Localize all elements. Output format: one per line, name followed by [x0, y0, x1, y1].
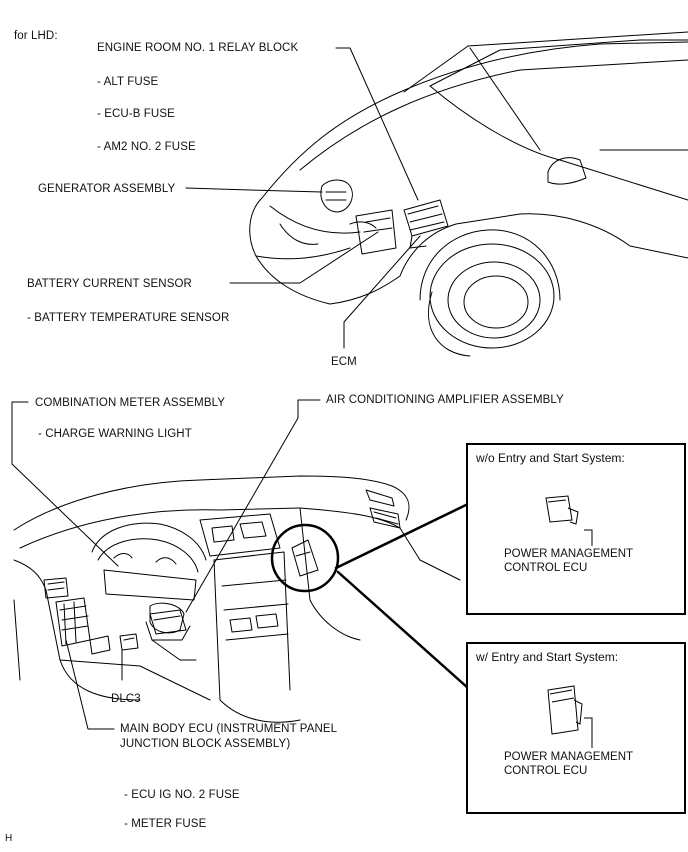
alt-fuse-label: - ALT FUSE: [97, 76, 159, 88]
car-drawing: [249, 31, 688, 357]
main-body-ecu-label-1: MAIN BODY ECU (INSTRUMENT PANEL: [120, 723, 338, 735]
meter-label: COMBINATION METER ASSEMBLY: [35, 397, 226, 409]
ecu-b-fuse-label: - ECU-B FUSE: [97, 108, 175, 120]
inset-without-caption-1: POWER MANAGEMENT: [504, 548, 634, 560]
inset-with-title: w/ Entry and Start System:: [476, 650, 619, 664]
meter-fuse-label: - METER FUSE: [124, 818, 207, 830]
inset-with-caption-2: CONTROL ECU: [504, 765, 588, 777]
relay-block-label: ENGINE ROOM NO. 1 RELAY BLOCK: [97, 42, 299, 54]
inset-with-caption-1: POWER MANAGEMENT: [504, 751, 634, 763]
variant-label: for LHD:: [14, 30, 58, 42]
dashboard-drawing: [13, 475, 461, 723]
warning-light-label: - CHARGE WARNING LIGHT: [38, 428, 192, 440]
inset-without-title: w/o Entry and Start System:: [476, 451, 625, 465]
leader-lines-top: [185, 47, 421, 349]
dlc3-label: DLC3: [111, 693, 141, 705]
callout: [270, 502, 470, 690]
battery-temp-label: - BATTERY TEMPERATURE SENSOR: [27, 312, 230, 324]
am2-fuse-label: - AM2 NO. 2 FUSE: [97, 141, 196, 153]
figure-code: H: [5, 833, 13, 844]
inset-without-caption-2: CONTROL ECU: [504, 562, 588, 574]
battery-sensor-label: BATTERY CURRENT SENSOR: [27, 278, 192, 290]
ac-amplifier-label: AIR CONDITIONING AMPLIFIER ASSEMBLY: [326, 394, 564, 406]
inset-with-entry: w/ Entry and Start System: POWER MANAGEM…: [466, 642, 686, 814]
inset-without-entry: w/o Entry and Start System: POWER MANAGE…: [466, 443, 686, 615]
ecu-ig-fuse-label: - ECU IG NO. 2 FUSE: [124, 789, 240, 801]
ecm-label: ECM: [331, 356, 357, 368]
generator-label: GENERATOR ASSEMBLY: [38, 183, 176, 195]
leader-lines-bottom: [11, 399, 321, 730]
main-body-ecu-label-2: JUNCTION BLOCK ASSEMBLY): [120, 738, 291, 750]
